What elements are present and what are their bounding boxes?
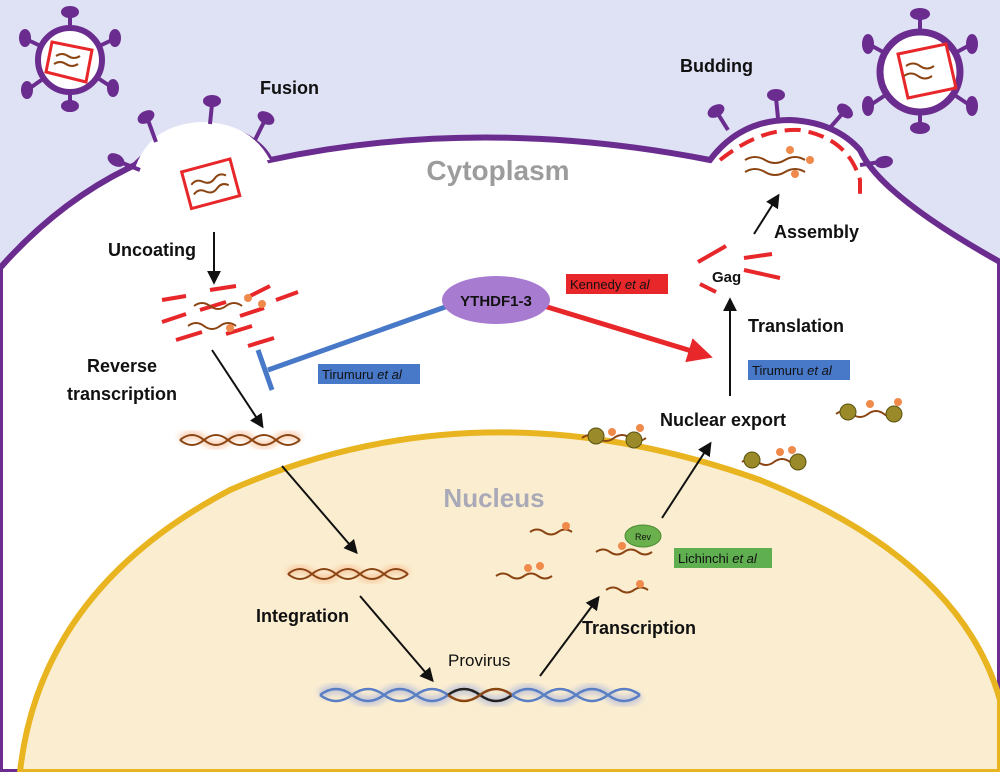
reverse-transcription-arrow (211, 349, 264, 429)
assembly-arrow (753, 193, 780, 235)
svg-text:Tirumuru et al: Tirumuru et al (752, 363, 833, 378)
nuclear-export-label: Nuclear export (660, 410, 786, 430)
rev-label: Rev (635, 532, 652, 542)
budding-capsid-icon (718, 127, 862, 196)
integration-label: Integration (256, 606, 349, 626)
provirus-dna-icon (317, 684, 643, 706)
ribosome-mrna-left-icon (581, 424, 647, 449)
nuclear-export-arrow (661, 441, 712, 519)
fusion-label: Fusion (260, 78, 319, 98)
svg-text:Lichinchi et al: Lichinchi et al (678, 551, 758, 566)
nucleus-label: Nucleus (443, 483, 544, 513)
transcription-arrow (539, 595, 600, 677)
svg-text:Kennedy et al: Kennedy et al (570, 277, 651, 292)
translation-label: Translation (748, 316, 844, 336)
budding-label: Budding (680, 56, 753, 76)
fusing-capsid-icon (179, 157, 242, 211)
inhibition-arrow (255, 303, 449, 391)
process-arrows (207, 193, 780, 683)
ythdf-label: YTHDF1-3 (460, 293, 532, 310)
cytoplasm-label: Cytoplasm (426, 155, 569, 186)
cdna-cytoplasm-icon (177, 431, 303, 449)
gag-label: Gag (712, 269, 741, 286)
ref-kennedy: Kennedy et al (566, 274, 668, 294)
transcription-label: Transcription (582, 618, 696, 638)
assembly-label: Assembly (774, 222, 859, 242)
svg-text:Tirumuru et al: Tirumuru et al (322, 367, 403, 382)
rev-protein-icon: Rev (624, 524, 662, 548)
nucleus-envelope (16, 429, 1000, 772)
nuclear-import-arrow (281, 465, 358, 555)
uncoating-label: Uncoating (108, 240, 196, 260)
reverse-transcription-label-1: Reverse (87, 356, 157, 376)
ribosome-mrna-right-icon (835, 398, 903, 423)
promotion-arrow (543, 303, 713, 363)
ribosome-mrna-mid-icon (741, 446, 807, 471)
virion-right-icon (862, 8, 978, 134)
nuclear-rna-marks-icon (524, 522, 644, 588)
integration-arrow (359, 595, 434, 683)
virion-left-icon (19, 6, 121, 112)
ref-tirumuru-right: Tirumuru et al (748, 360, 850, 380)
gag-protein-icon (697, 244, 781, 294)
ythdf-hub: YTHDF1-3 (442, 276, 550, 324)
reverse-transcription-label-2: transcription (67, 384, 177, 404)
ref-tirumuru-left: Tirumuru et al (318, 364, 420, 384)
cdna-nucleus-icon (285, 565, 411, 583)
provirus-label: Provirus (448, 651, 510, 670)
budding-site-spikes-icon (707, 89, 893, 169)
uncoated-capsid-fragments-icon (161, 284, 299, 348)
fusion-site-spikes-icon (107, 95, 275, 172)
ref-lichinchi: Lichinchi et al (674, 548, 772, 568)
